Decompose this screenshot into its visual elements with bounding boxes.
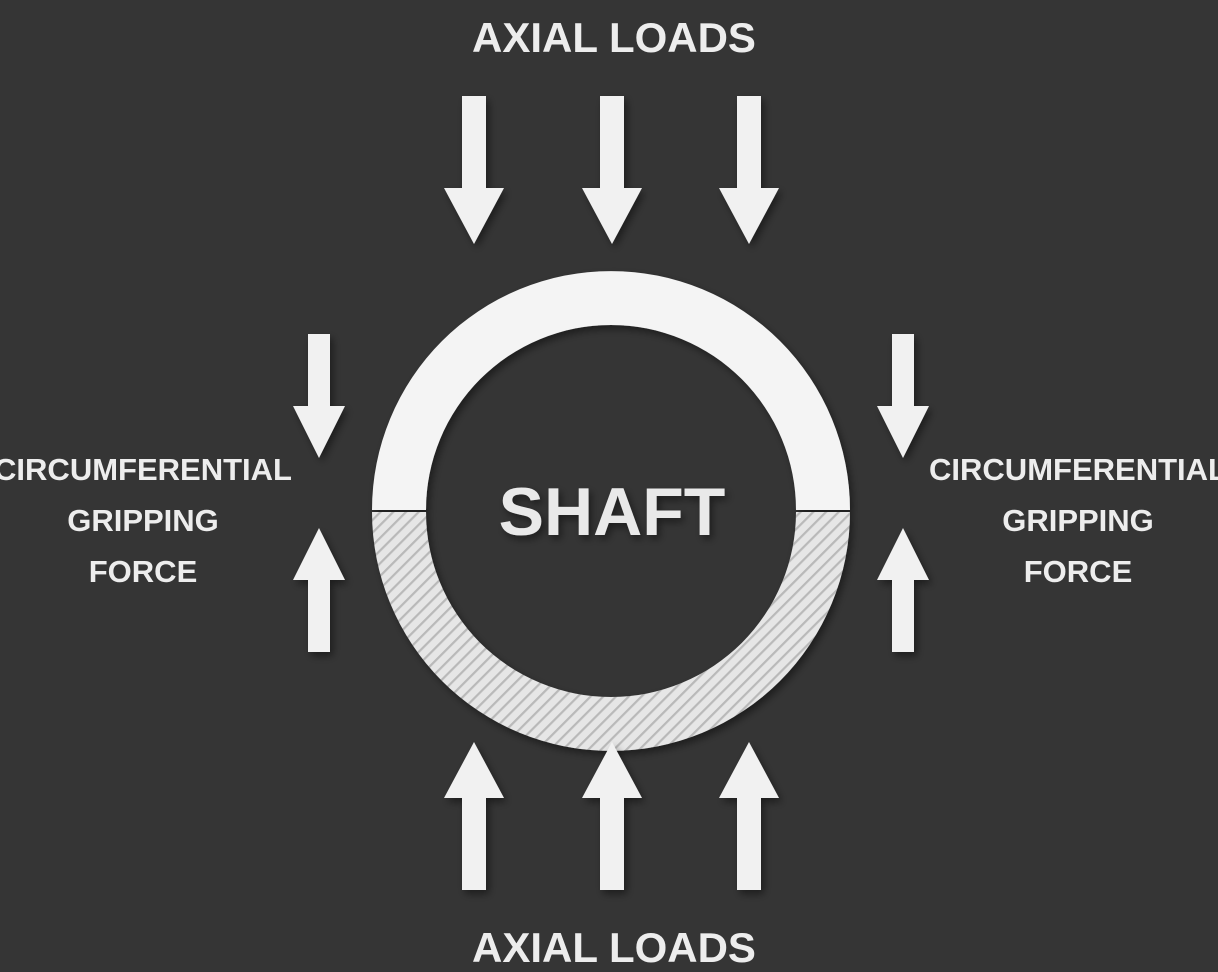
top-axial-loads-label: AXIAL LOADS (472, 14, 756, 61)
top-axial-arrows (444, 96, 779, 244)
arrow-up-icon (293, 528, 345, 652)
bottom-axial-loads-label: AXIAL LOADS (472, 924, 756, 971)
ring-top-half (372, 271, 850, 510)
left-gripping-label: CIRCUMFERENTIAL GRIPPING FORCE (0, 452, 292, 589)
right-label-line-2: GRIPPING (1002, 503, 1154, 538)
ring-bottom-half (372, 512, 850, 751)
arrow-up-icon (582, 742, 642, 890)
arrow-down-icon (293, 334, 345, 458)
shaft-ring (372, 271, 850, 751)
bottom-axial-arrows (444, 742, 779, 890)
arrow-down-icon (582, 96, 642, 244)
left-label-line-3: FORCE (89, 554, 198, 589)
arrow-up-icon (719, 742, 779, 890)
left-label-line-1: CIRCUMFERENTIAL (0, 452, 292, 487)
left-gripping-arrows (293, 334, 345, 652)
right-gripping-arrows (877, 334, 929, 652)
right-label-line-3: FORCE (1024, 554, 1133, 589)
left-label-line-2: GRIPPING (67, 503, 219, 538)
arrow-down-icon (877, 334, 929, 458)
arrow-up-icon (877, 528, 929, 652)
arrow-down-icon (719, 96, 779, 244)
right-gripping-label: CIRCUMFERENTIAL GRIPPING FORCE (929, 452, 1218, 589)
arrow-up-icon (444, 742, 504, 890)
right-label-line-1: CIRCUMFERENTIAL (929, 452, 1218, 487)
shaft-label: SHAFT (499, 474, 726, 550)
arrow-down-icon (444, 96, 504, 244)
